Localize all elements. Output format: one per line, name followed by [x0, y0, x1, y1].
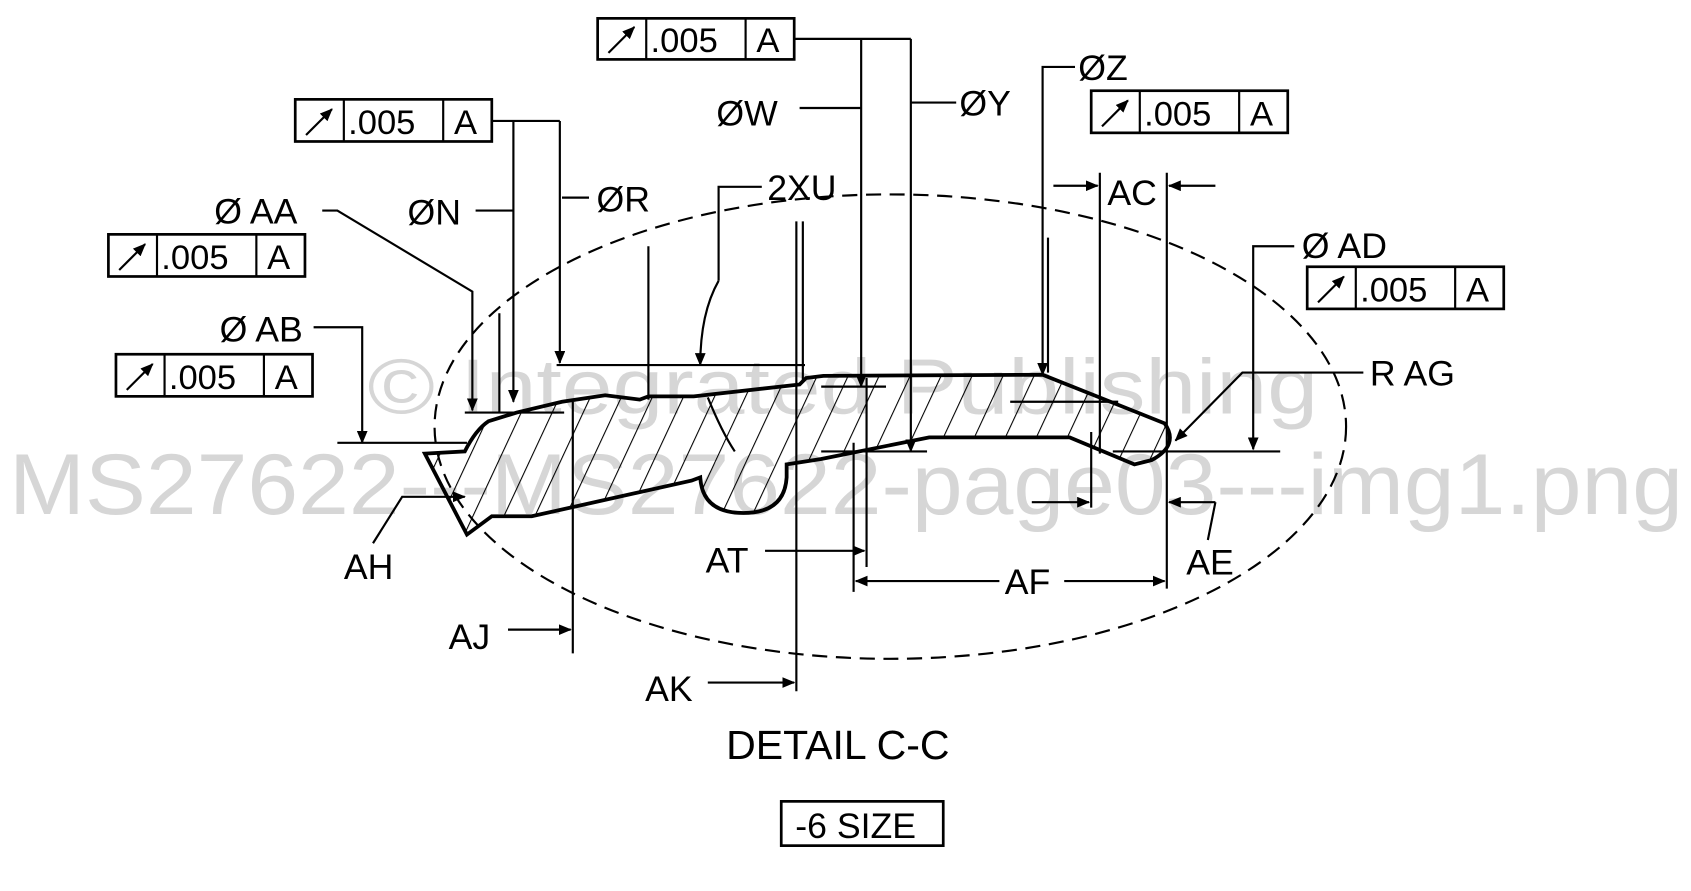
circular-runout-icon: [1317, 275, 1345, 304]
fcf-tolerance: .005: [1144, 95, 1211, 133]
label-dia-y: ØY: [959, 84, 1010, 124]
detail-boundary-ellipse: [433, 193, 1348, 660]
fcf-datum: A: [454, 104, 477, 142]
circular-runout-icon: [607, 26, 636, 54]
label-2xu: 2XU: [767, 168, 836, 208]
label-af: AF: [1005, 562, 1051, 602]
fcf-datum: A: [1250, 95, 1273, 133]
fcf-datum: A: [1466, 271, 1489, 309]
fcf-tolerance: .005: [651, 22, 718, 60]
size-box: [779, 800, 945, 847]
fcf-tolerance: .005: [161, 239, 228, 277]
label-ae: AE: [1186, 543, 1234, 583]
fcf-datum: A: [267, 239, 290, 277]
fcf-datum: A: [275, 359, 298, 397]
circular-runout-icon: [305, 108, 333, 136]
fcf-tolerance: .005: [169, 359, 236, 397]
fcf-n-r: .005 A: [293, 98, 494, 143]
circular-runout-icon: [118, 243, 146, 271]
fcf-ad: .005 A: [1305, 265, 1506, 311]
fcf-datum: A: [756, 22, 779, 60]
dimension-lines: [313, 37, 1364, 692]
circular-runout-icon: [1101, 99, 1129, 128]
label-dia-w: ØW: [716, 93, 778, 133]
size-label: -6 SIZE: [795, 806, 916, 846]
label-dia-aa: Ø AA: [214, 192, 297, 232]
label-aj: AJ: [449, 617, 491, 657]
label-ak: AK: [645, 669, 693, 709]
label-dia-ab: Ø AB: [220, 309, 303, 349]
detail-title: DETAIL C-C: [726, 722, 949, 768]
circular-runout-icon: [125, 363, 154, 391]
fcf-ab: .005 A: [114, 352, 314, 398]
label-dia-ad: Ø AD: [1302, 226, 1387, 266]
label-at: AT: [706, 540, 749, 580]
fcf-z: .005 A: [1089, 89, 1290, 135]
label-dia-n: ØN: [408, 193, 461, 233]
fcf-aa: .005 A: [107, 233, 307, 278]
label-dia-z: ØZ: [1078, 48, 1127, 88]
label-r-ag: R AG: [1370, 354, 1455, 394]
fcf-top: .005 A: [596, 17, 796, 61]
label-ah: AH: [344, 547, 394, 587]
label-ac: AC: [1107, 173, 1157, 213]
fcf-tolerance: .005: [1360, 271, 1427, 309]
label-dia-r: ØR: [597, 180, 650, 220]
fcf-tolerance: .005: [348, 104, 415, 142]
